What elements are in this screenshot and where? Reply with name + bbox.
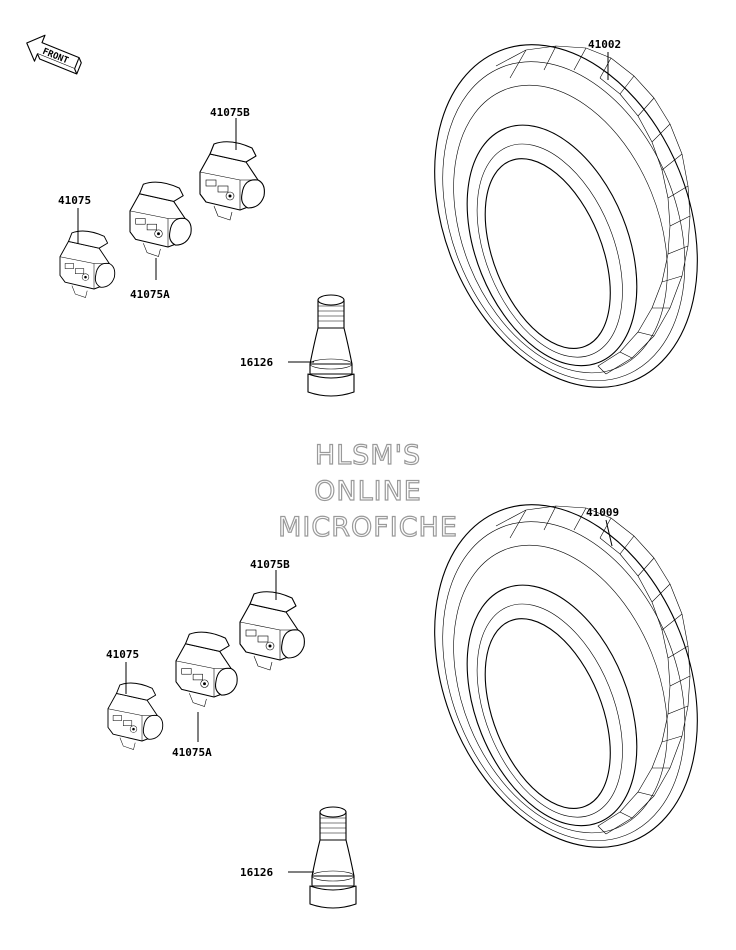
callout-41075b-bottom: 41075B [250, 558, 290, 571]
tire-front [385, 4, 736, 428]
leader-lines [77, 52, 613, 873]
weight-top [59, 230, 116, 298]
front-arrow-icon: FRONT [26, 34, 82, 75]
valve-top [307, 294, 355, 397]
weight-bottom [107, 682, 164, 750]
weight-a-bottom [175, 631, 238, 708]
callout-41075-top: 41075 [58, 194, 91, 207]
callout-41075-bottom: 41075 [106, 648, 139, 661]
watermark-line2: ONLINE [314, 476, 422, 507]
callout-16126-bottom: 16126 [240, 866, 273, 879]
weight-a-top [129, 181, 192, 258]
callout-41075a-bottom: 41075A [172, 746, 212, 759]
callout-41009: 41009 [586, 506, 619, 519]
callout-16126-top: 16126 [240, 356, 273, 369]
watermark-line3: MICROFICHE [278, 512, 458, 543]
weight-b-bottom [239, 591, 305, 671]
callout-41002: 41002 [588, 38, 621, 51]
weight-b-top [199, 141, 265, 221]
callout-41075a-top: 41075A [130, 288, 170, 301]
watermark-line1: HLSM'S [315, 440, 421, 471]
callout-41075b-top: 41075B [210, 106, 250, 119]
valve-bottom [309, 806, 357, 909]
